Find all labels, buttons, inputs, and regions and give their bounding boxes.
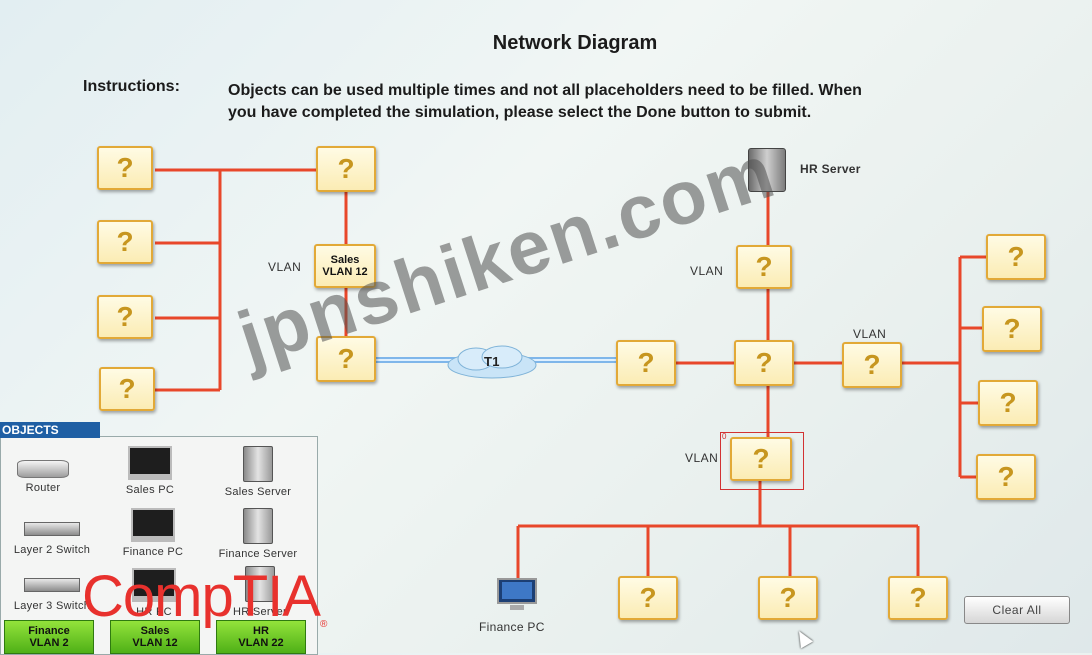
placeholder-bottom-1[interactable]: ?	[618, 576, 678, 620]
instructions-label: Instructions:	[83, 78, 180, 95]
placeholder-right-4[interactable]: ?	[976, 454, 1036, 500]
finance-vlan2-button[interactable]: Finance VLAN 2	[4, 620, 94, 654]
placeholder-bottom-2[interactable]: ?	[758, 576, 818, 620]
object-layer2-switch[interactable]: Layer 2 Switch	[0, 516, 104, 556]
vlan-label-right: VLAN	[853, 327, 887, 341]
page-title: Network Diagram	[492, 32, 658, 54]
vlan-label-hr: VLAN	[690, 264, 724, 278]
t1-cloud-icon	[447, 345, 537, 379]
placeholder-right-router[interactable]: ?	[616, 340, 676, 386]
server-icon	[243, 446, 273, 482]
object-finance-pc[interactable]: Finance PC	[108, 508, 198, 558]
object-hr-server[interactable]: HR Server	[210, 566, 310, 618]
finance-pc-label: Finance PC	[479, 620, 545, 634]
placeholder-hr-vlan[interactable]: ?	[736, 245, 792, 289]
vlan-label-finance: VLAN	[685, 451, 719, 465]
switch-icon	[24, 578, 80, 592]
hr-server-icon	[748, 148, 786, 192]
vlan-label-left: VLAN	[268, 260, 302, 274]
finance-pc-icon	[497, 578, 537, 610]
placeholder-left-4[interactable]: ?	[99, 367, 155, 411]
object-router[interactable]: Router	[8, 452, 78, 494]
objects-panel-header: OBJECTS	[0, 422, 100, 438]
placeholder-right-1[interactable]: ?	[986, 234, 1046, 280]
placeholder-right-2[interactable]: ?	[982, 306, 1042, 352]
placeholder-left-router[interactable]: ?	[316, 336, 376, 382]
placeholder-left-3[interactable]: ?	[97, 295, 153, 339]
t1-label: T1	[484, 354, 500, 369]
object-sales-pc[interactable]: Sales PC	[110, 446, 190, 496]
placeholder-left-2[interactable]: ?	[97, 220, 153, 264]
placeholder-finance-vlan[interactable]: ?	[730, 437, 792, 481]
object-finance-server[interactable]: Finance Server	[202, 508, 314, 560]
server-icon	[243, 508, 273, 544]
server-icon	[245, 566, 275, 602]
hr-vlan22-button[interactable]: HR VLAN 22	[216, 620, 306, 654]
hr-server-label: HR Server	[800, 162, 861, 176]
placeholder-bottom-3[interactable]: ?	[888, 576, 948, 620]
selection-index: 0	[722, 432, 727, 441]
pc-icon	[131, 508, 175, 542]
placeholder-left-1[interactable]: ?	[97, 146, 153, 190]
pc-icon	[128, 446, 172, 480]
selection-box	[720, 432, 804, 490]
clear-all-button[interactable]: Clear All	[964, 596, 1070, 624]
placeholder-right-3[interactable]: ?	[978, 380, 1038, 426]
object-layer3-switch[interactable]: Layer 3 Switch	[0, 574, 104, 612]
placeholder-sales-top[interactable]: ?	[316, 146, 376, 192]
switch-icon	[24, 522, 80, 536]
placeholder-right-vlan[interactable]: ?	[842, 342, 902, 388]
router-icon	[17, 460, 69, 478]
placeholder-core-switch[interactable]: ?	[734, 340, 794, 386]
object-hr-pc[interactable]: HR PC	[116, 568, 192, 618]
placeholder-sales-vlan[interactable]: Sales VLAN 12	[314, 244, 376, 288]
comptia-logo: CompTIA®	[82, 564, 327, 630]
object-sales-server[interactable]: Sales Server	[206, 446, 310, 498]
instructions-text: Objects can be used multiple times and n…	[228, 82, 862, 121]
pc-icon	[132, 568, 176, 602]
